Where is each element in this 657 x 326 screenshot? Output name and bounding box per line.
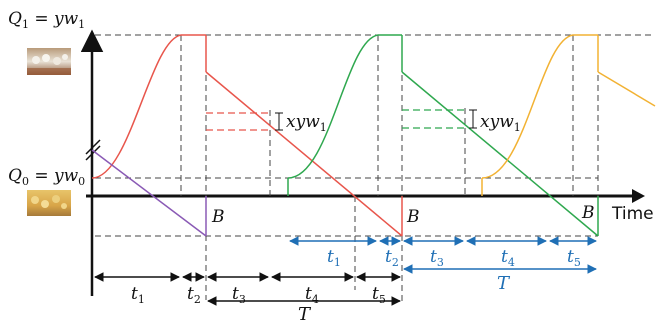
xyw-label-1: xyw1 (286, 112, 327, 134)
cycle-2-green (287, 34, 599, 237)
blue-t1-label: t1 (327, 247, 341, 269)
xyw-bracket-1 (275, 112, 283, 131)
b-label-2: B (406, 207, 420, 227)
axis-break-mark (85, 145, 101, 161)
blue-period-label: T (497, 273, 511, 294)
time-axis-arrow (632, 189, 645, 203)
q0-label: Q0 = yw0 (8, 166, 85, 188)
b-label-1: B (211, 207, 225, 227)
xyw-bracket-2 (469, 109, 477, 129)
blue-interval-arrows (289, 236, 597, 274)
cycle-1-red (91, 34, 403, 237)
blue-t4-label: t4 (501, 247, 515, 269)
black-t4-label: t4 (305, 284, 319, 306)
cycle-3-orange (481, 34, 656, 196)
q1-label: Q1 = yw1 (8, 9, 85, 31)
blue-t3-label: t3 (430, 247, 444, 269)
black-period-label: T (298, 304, 312, 325)
black-t1-label: t1 (131, 284, 145, 306)
black-t5-label: t5 (372, 284, 386, 306)
black-t2-label: t2 (187, 284, 201, 306)
xyw-label-2: xyw1 (480, 112, 521, 134)
black-t3-label: t3 (232, 284, 246, 306)
axis-break-mark (85, 139, 101, 155)
blue-t5-label: t5 (567, 247, 581, 269)
chicks-adult-icon (27, 48, 71, 75)
b-label-3: B (581, 203, 595, 223)
time-axis-label: Time (611, 204, 654, 224)
black-interval-arrows (94, 272, 401, 306)
blue-t2-label: t2 (385, 247, 399, 269)
young-stock-line (91, 149, 207, 237)
chicks-young-icon (27, 190, 71, 216)
